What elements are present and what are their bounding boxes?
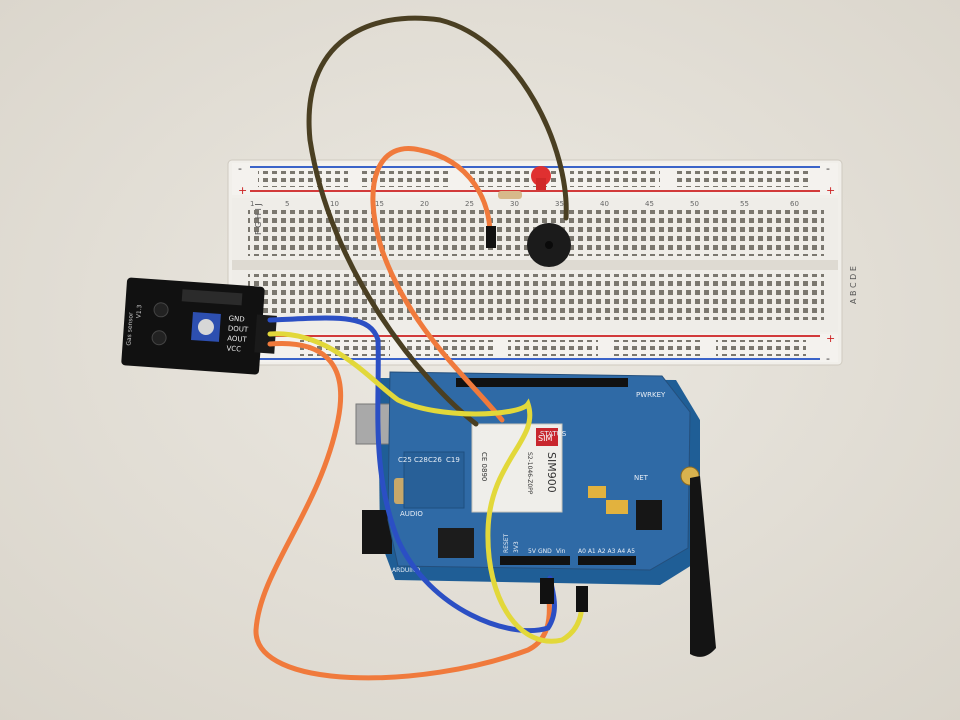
label-3v3: 3V3 — [513, 541, 520, 553]
usb-port — [355, 403, 393, 445]
column-numbers: 1 5 10 15 20 25 30 35 40 45 50 55 60 — [250, 200, 799, 208]
label-pwrkey: PWRKEY — [636, 391, 666, 399]
rail-minus-left: - — [238, 162, 242, 175]
pin-aout: AOUT — [227, 334, 248, 343]
yellow-wire — [267, 331, 584, 644]
sensor-name: Gas sensor — [125, 312, 134, 346]
label-vin: Vin — [556, 548, 566, 555]
label-cap-c28: C28 — [414, 456, 428, 464]
capacitor-tantalum — [588, 486, 606, 498]
svg-text:30: 30 — [510, 200, 519, 208]
pin-gnd: GND — [228, 315, 245, 324]
gsm-antenna — [690, 476, 716, 657]
label-status: STATUS — [540, 430, 567, 438]
resistor — [498, 191, 522, 199]
arduino-gsm-shield: SIM SIM900 S2-1046-Z0PP CE 0890 PWRKEY S… — [355, 371, 700, 585]
gas-sensor-module: Gas sensor V1.3 GND DOUT AOUT VCC — [121, 277, 277, 375]
blue-wire — [267, 315, 557, 634]
sim-brand: SIM — [538, 434, 552, 443]
rail-plus-left: + — [238, 184, 247, 197]
label-cap-c25: C25 — [398, 456, 412, 464]
svg-text:45: 45 — [645, 200, 654, 208]
label-analog: A0 A1 A2 A3 A4 A5 — [578, 548, 635, 555]
sim-code: S2-1046-Z0PP — [526, 452, 533, 495]
rail-minus-right: - — [826, 162, 830, 175]
power-jack — [362, 510, 392, 554]
orange-wire-top — [370, 146, 505, 423]
svg-text:10: 10 — [330, 200, 339, 208]
svg-text:55: 55 — [740, 200, 749, 208]
svg-text:15: 15 — [375, 200, 384, 208]
power-header — [500, 556, 570, 565]
label-reset: RESET — [503, 533, 510, 553]
label-cap-c19: C19 — [446, 456, 460, 464]
digital-header — [456, 378, 628, 387]
label-gnd: GND — [538, 548, 552, 555]
sensor-version: V1.3 — [135, 304, 143, 318]
analog-header — [578, 556, 636, 565]
top-row-letters: F G H I J — [254, 203, 263, 235]
wires — [253, 15, 588, 681]
bottom-row-letters: A B C D E — [849, 266, 858, 304]
orange-wire-sensor — [253, 341, 552, 681]
svg-text:1: 1 — [250, 200, 254, 208]
pin-vcc: VCC — [226, 344, 241, 353]
sim-ce-mark: CE 0890 — [480, 452, 488, 481]
rail-plus-right: + — [826, 184, 835, 197]
pin-dout: DOUT — [228, 325, 250, 334]
label-audio: AUDIO — [400, 510, 423, 518]
label-5v: 5V — [528, 548, 537, 555]
svg-text:5: 5 — [285, 200, 289, 208]
sim-model: SIM900 — [545, 452, 558, 493]
svg-text:40: 40 — [600, 200, 609, 208]
bottom-rail-plus: + — [826, 332, 835, 345]
brown-wire — [306, 15, 569, 427]
svg-text:35: 35 — [555, 200, 564, 208]
bottom-rail-minus: - — [826, 352, 830, 365]
label-net: NET — [634, 474, 649, 482]
svg-text:25: 25 — [465, 200, 474, 208]
label-arduino: ARDUINO — [392, 567, 421, 574]
svg-text:60: 60 — [790, 200, 799, 208]
label-cap-c26: C26 — [428, 456, 442, 464]
svg-text:50: 50 — [690, 200, 699, 208]
svg-text:20: 20 — [420, 200, 429, 208]
regulator-chip — [636, 500, 662, 530]
